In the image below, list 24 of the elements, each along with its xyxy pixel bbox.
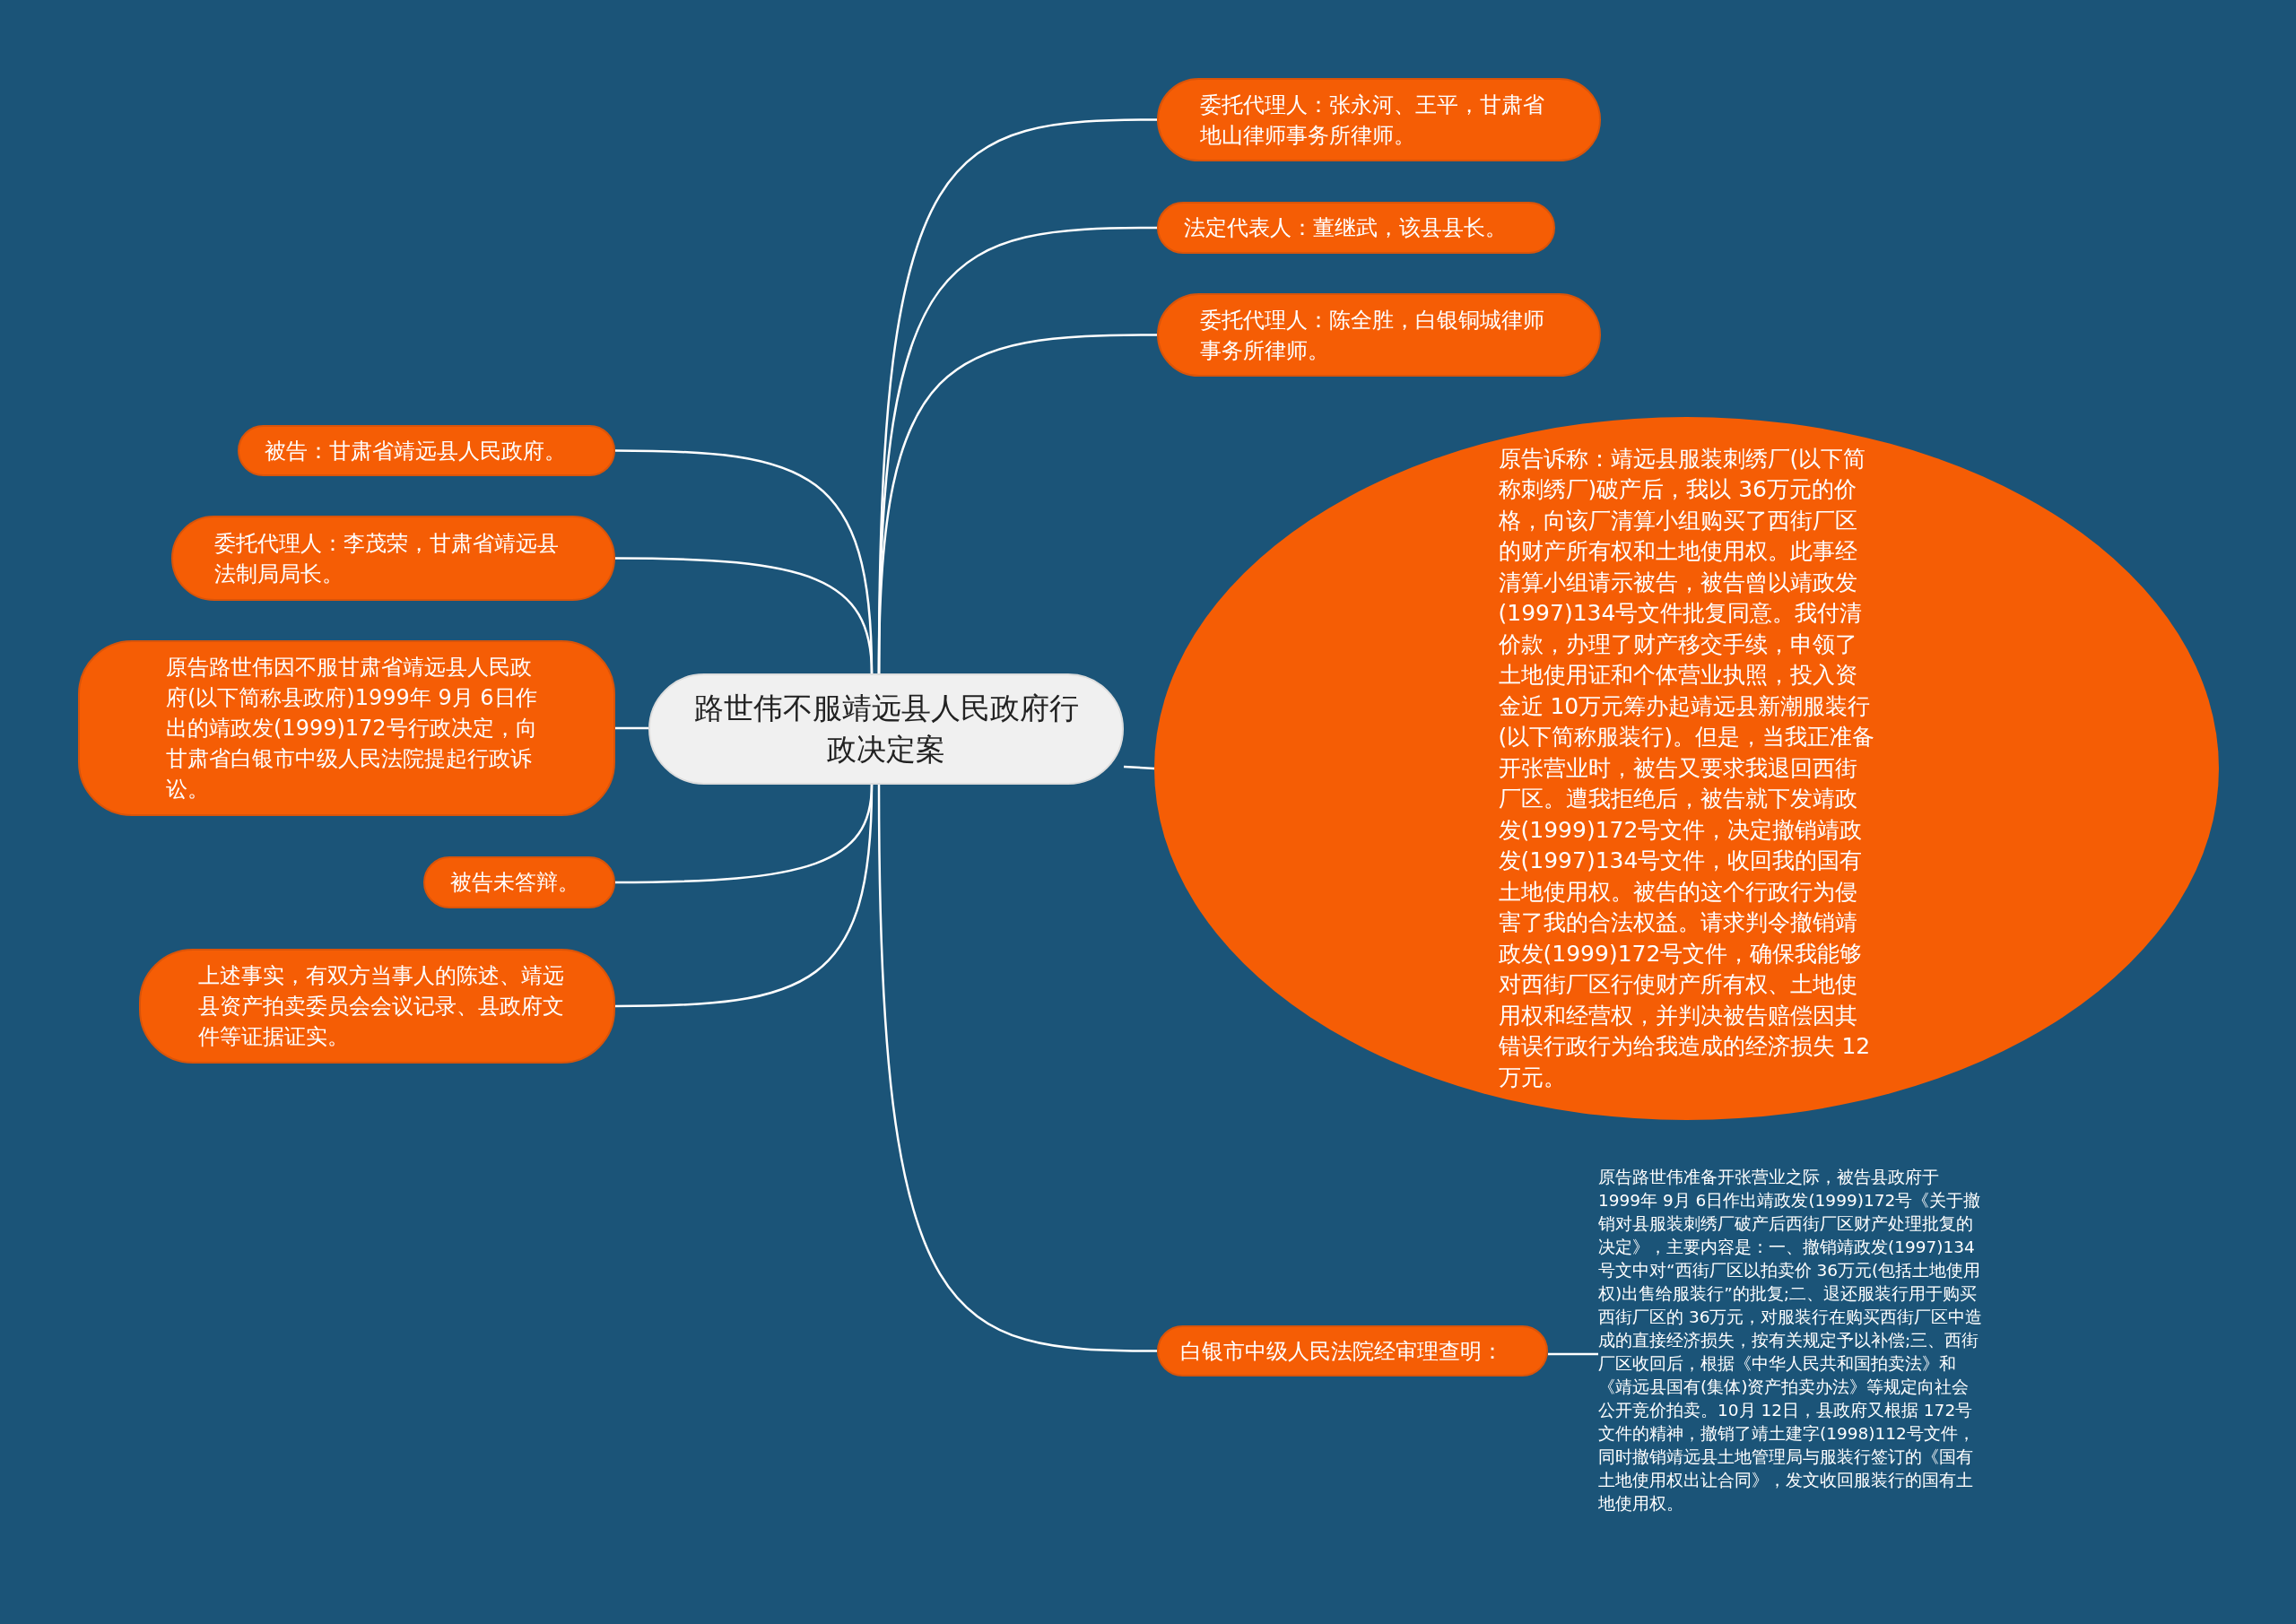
central-topic-text: 路世伟不服靖远县人民政府行政决定案 xyxy=(692,690,1080,769)
topic-pill xyxy=(238,425,615,476)
topic-text: 白银市中级人民法院经审理查明： xyxy=(1180,1337,1504,1366)
topic-text: 原告诉称：靖远县服装刺绣厂(以下简称刺绣厂)破产后，我以 36万元的价格，向该厂清算小组购买了西街厂区的财产所有权和土地使用权。此事经清算小组请示被告，被告曾以靖政发(1997)134号文件批复同意。我付清价款，办理了财产移交手续，申领了土地使用证和个体营业执照，投入资金近 10万元筹办起靖远县新潮服装行(以下简称服装行)。但是，当我正准备开张营业时，被告又要求我退回西街厂区。遭我拒绝后，被告就下发靖政发(1999)172号文件，决定撤销靖政发(1997)134号文件，收回我的国有土地使用权。被告的这个行政行为侵害了我的合法权益。请求判令撤销靖政发(1999)172号文件，确保我能够对西街厂区行使财产所有权、土地使用权和经营权，并判决被告赔偿因其错误行政行为给我造成的经济损失 12万元。 xyxy=(1498,444,1875,1092)
topic-pill xyxy=(1157,202,1555,254)
topic-text: 法定代表人：董继武，该县县长。 xyxy=(1184,214,1508,242)
connector-line xyxy=(615,557,874,674)
topic-pill xyxy=(423,856,615,908)
connector-line xyxy=(877,334,1157,674)
connector-line xyxy=(1548,1352,1598,1356)
connector-line xyxy=(1123,765,1155,770)
topic-text: 委托代理人：李茂荣，甘肃省靖远县法制局局长。 xyxy=(214,529,560,588)
connector-line xyxy=(615,726,648,730)
topic-text: 委托代理人：陈全胜，白银铜城律师事务所律师。 xyxy=(1200,306,1545,365)
topic-text: 委托代理人：张永河、王平，甘肃省地山律师事务所律师。 xyxy=(1200,91,1545,150)
topic-text: 原告路世伟因不服甘肃省靖远县人民政府(以下简称县政府)1999年 9月 6日作出的靖政发(1999)172号行政决定，向甘肃省白银市中级人民法院提起行政诉讼。 xyxy=(166,654,538,803)
note-text: 原告路世伟准备开张营业之际，被告县政府于 1999年 9月 6日作出靖政发(1999)172号《关于撤销对县服装刺绣厂破产后西街厂区财产处理批复的决定》，主要内容是：一、撤销靖政发(1997)134号文中对“西街厂区以拍卖价 36万元(包括土地使用权)出售给服装行”的批复;二、退还服装行用于购买西街厂区的 36万元，对服装行在购买西街厂区中造成的直接经济损失，按有关规定予以补偿;三、西街厂区收回后，根据《中华人民共和国拍卖法》和《靖远县国有(集体)资产拍卖办法》等规定向社会公开竞价拍卖。10月 12日，县政府又根据 172号文件的精神，撤销了靖土建字(1998)112号文件，同时撤销靖远县土地管理局与服装行签订的《国有土地使用权出让合同》，发文收回服装行的国有土地使用权。 xyxy=(1598,1166,1986,1542)
topic-pill xyxy=(78,640,615,816)
connector-line xyxy=(615,784,874,1008)
connector-line xyxy=(877,785,1157,1352)
topic-pill xyxy=(1157,1325,1548,1376)
topic-text: 被告未答辩。 xyxy=(450,869,580,897)
topic-text: 上述事实，有双方当事人的陈述、靖远县资产拍卖委员会会议记录、县政府文件等证据证实。 xyxy=(198,962,565,1051)
topic-text: 被告：甘肃省靖远县人民政府。 xyxy=(265,437,567,465)
